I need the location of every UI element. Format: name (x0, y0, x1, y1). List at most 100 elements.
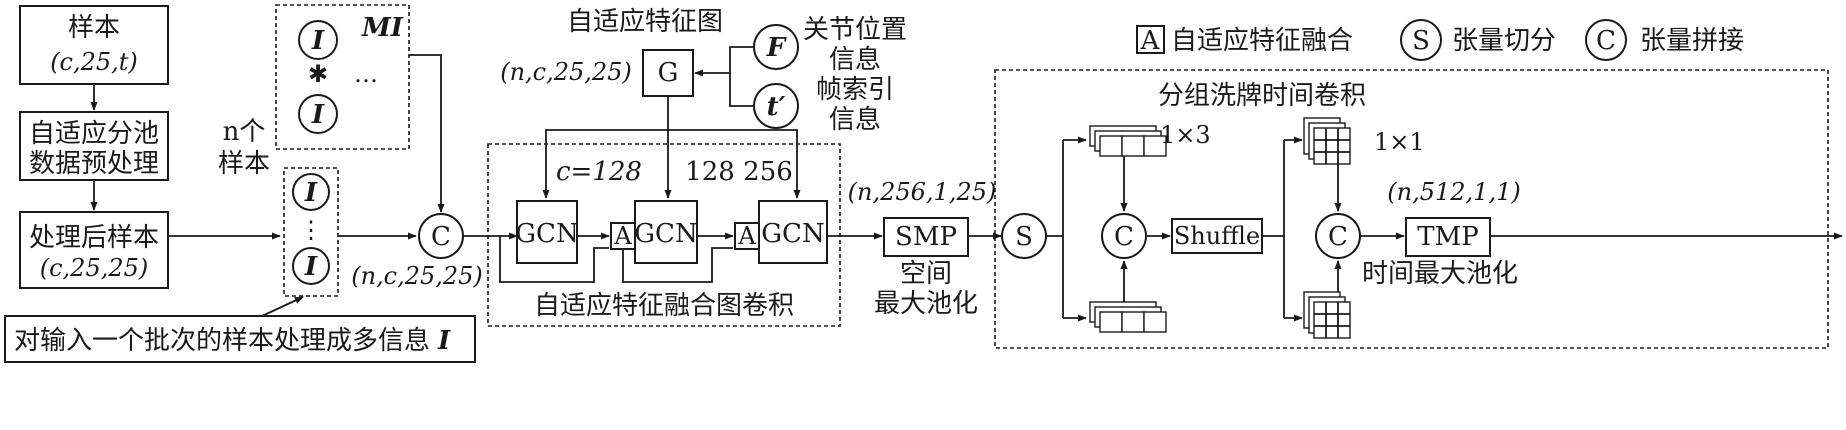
multi-info-group: MI I ✱ … I (275, 4, 445, 213)
joint-info-line1: 关节位置 (803, 15, 907, 45)
batch-caption-symbol: I (437, 326, 451, 356)
kernel-1x3-label: 1×3 (1160, 121, 1211, 149)
bracket-f-t (729, 46, 754, 107)
smp-shape: (n,256,1,25) (848, 178, 997, 206)
concat-2-symbol: C (1114, 222, 1134, 252)
legend-split-circle (1400, 19, 1442, 61)
mi-ellipsis: … (354, 60, 378, 88)
frame-info-line1: 帧索引 (816, 75, 894, 105)
adaptive-pool-line1: 自适应分池 (29, 119, 159, 149)
sample-box (19, 5, 169, 85)
kernel-1x1-label: 1×1 (1374, 128, 1425, 156)
concat-1-shape: (n,c,25,25) (351, 262, 483, 290)
gcn-channels-2: 128 (685, 157, 735, 187)
legend-concat-circle (1585, 19, 1627, 61)
concat-3-symbol: C (1328, 222, 1348, 252)
stack-i-top: I (304, 178, 318, 208)
mi-label: MI (361, 13, 404, 43)
mi-dashed-box (275, 4, 410, 150)
gcn-3-box (758, 200, 828, 264)
shuffle-conv-block: 分组洗牌时间卷积 S 1×3 C Shuffle (994, 69, 1843, 349)
kernel-cell (1099, 135, 1123, 157)
shuffle-label: Shuffle (1174, 222, 1260, 250)
gcn-2-label: GCN (634, 219, 697, 249)
legend: A 自适应特征融合 S 张量切分 C 张量拼接 (1136, 19, 1744, 61)
smp-caption-line2: 最大池化 (874, 289, 978, 319)
adaptive-graph-title: 自适应特征图 (567, 7, 723, 37)
kernel-cell (1099, 311, 1123, 333)
kernel-cell (1313, 301, 1351, 339)
kernel-cell (1121, 135, 1145, 157)
processed-sample-box (19, 211, 169, 289)
tmp-shape: (n,512,1,1) (1387, 178, 1520, 206)
tmp-box (1405, 217, 1491, 257)
gcn-2-box (634, 200, 698, 264)
tmp-caption: 时间最大池化 (1362, 259, 1518, 289)
smp-label: SMP (895, 222, 957, 252)
conv-1x3-top-kernel (1089, 125, 1167, 157)
shuffle-box (1171, 218, 1263, 254)
mi-i-top: I (311, 26, 325, 56)
gcn-block: c=128 128 256 GCN A GCN A GCN 自适应特征融合图卷积 (487, 143, 883, 327)
mi-star: ✱ (308, 60, 328, 88)
gcn-1-label: GCN (515, 219, 578, 249)
kernel-cell (1313, 127, 1351, 165)
stack-i-bottom: I (304, 252, 318, 282)
kernel-cell (1121, 311, 1145, 333)
n-samples-line2: 样本 (218, 149, 270, 179)
concat-1-group: C (n,c,25,25) (351, 213, 518, 290)
adaptive-graph-group: 自适应特征图 (n,c,25,25) G F t′ 关节位置 信息 帧索引 信息 (500, 7, 907, 199)
legend-c-label: 张量拼接 (1640, 26, 1744, 56)
tmp-label: TMP (1417, 222, 1478, 252)
residual-2 (622, 247, 733, 283)
split-symbol: S (1015, 222, 1033, 252)
mi-i-bottom: I (311, 100, 325, 130)
batch-caption-box (4, 315, 476, 363)
gcn-channels-3: 256 (743, 157, 793, 187)
preprocessing-pipeline: 样本 (c,25,t) 自适应分池 数据预处理 处理后样本 (c,25,25) … (4, 5, 476, 363)
residual-1 (499, 236, 609, 283)
legend-a-box (1136, 25, 1165, 54)
smp-group: (n,256,1,25) SMP 空间 最大池化 (848, 178, 1002, 319)
frame-info-line2: 信息 (829, 105, 881, 135)
processed-title: 处理后样本 (29, 223, 159, 253)
shuffle-block-title: 分组洗牌时间卷积 (1158, 81, 1366, 111)
g-label: G (658, 58, 679, 88)
arrow-mi-to-concat (409, 54, 445, 213)
adaptive-pool-line2: 数据预处理 (29, 149, 159, 179)
legend-s-symbol: S (1412, 26, 1430, 56)
stack-vdots: ⋮ (299, 216, 323, 244)
t-prime-symbol: t′ (767, 92, 786, 122)
f-symbol: F (766, 33, 787, 63)
legend-c-symbol: C (1596, 26, 1616, 56)
joint-info-line2: 信息 (829, 45, 881, 75)
processed-shape: (c,25,25) (40, 254, 149, 282)
batch-caption-text: 对输入一个批次的样本处理成多信息 (14, 326, 430, 356)
info-stack-group: I ⋮ I (283, 167, 417, 297)
stack-i-top-circle (292, 173, 330, 211)
smp-caption-line1: 空间 (900, 259, 952, 289)
gcn-3-label: GCN (761, 219, 824, 249)
gcn-1-box (516, 200, 578, 264)
mi-i-bottom-circle (298, 94, 338, 134)
mi-i-top-circle (298, 20, 338, 60)
conv-1x3-bottom-kernel (1089, 301, 1167, 333)
sample-title: 样本 (68, 13, 120, 43)
sample-shape: (c,25,t) (50, 48, 138, 76)
fusion-a-1-label: A (613, 222, 632, 250)
gcn-channels-1: c=128 (556, 157, 642, 187)
n-samples-line1: n个 (223, 117, 266, 147)
arrow-g-to-gcn3 (668, 129, 801, 199)
gcn-block-dashed-box (487, 143, 841, 327)
smp-box (883, 217, 969, 257)
conv-1x1-bottom-kernel (1303, 291, 1351, 339)
arrow-g-to-gcn1 (542, 129, 668, 199)
adaptive-graph-shape: (n,c,25,25) (500, 58, 632, 86)
kernel-cell (1143, 311, 1167, 333)
fusion-a-2-label: A (737, 222, 756, 250)
kernel-cell (1143, 135, 1167, 157)
stack-i-bottom-circle (292, 247, 330, 285)
gcn-block-caption: 自适应特征融合图卷积 (534, 291, 794, 321)
legend-a-symbol: A (1140, 26, 1161, 56)
